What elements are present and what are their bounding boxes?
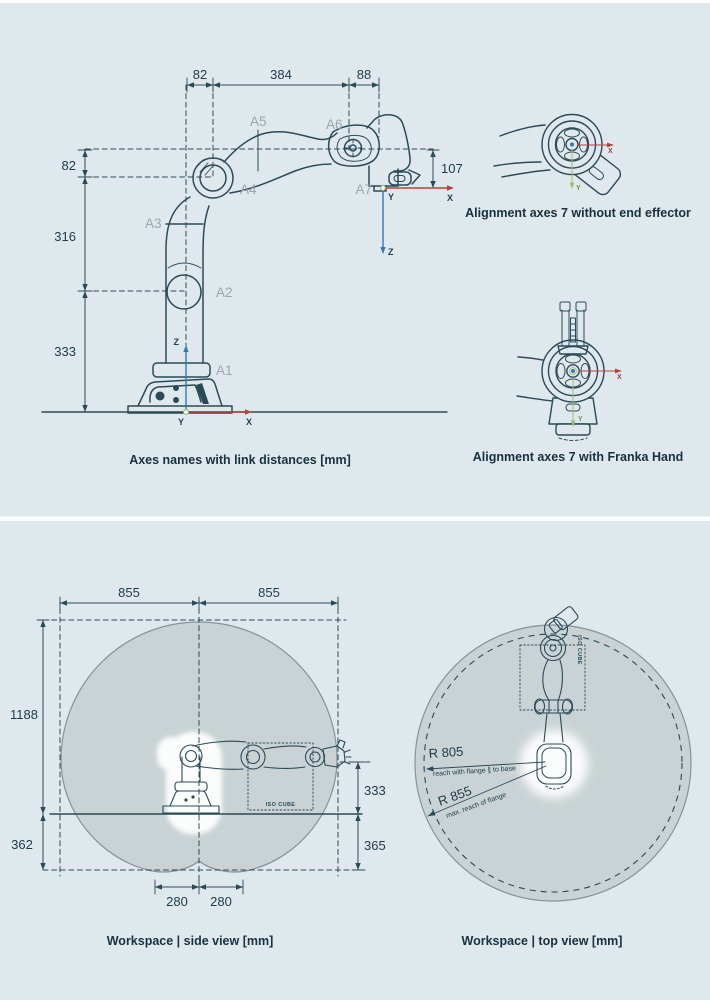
dim-left-82: 82: [62, 158, 76, 173]
dim-280-left: 280: [166, 894, 188, 909]
dimension-lines: [84, 84, 434, 413]
base-clearance-zone: [520, 730, 588, 798]
axis7-center-dot: [571, 369, 575, 373]
dim-left-333: 333: [54, 344, 76, 359]
joint-label-a5: A5: [250, 114, 267, 129]
flange-coordinate-frame: Y X Z: [380, 185, 454, 257]
y-axis-label: Y: [578, 416, 583, 423]
flange-z-label: Z: [388, 247, 394, 257]
workspace-side-view: ISO CUBE: [10, 585, 386, 948]
dim-362: 362: [11, 837, 33, 852]
flange-origin-dot: [380, 185, 387, 192]
dim-top-88: 88: [357, 67, 371, 82]
dim-left-316: 316: [54, 229, 76, 244]
dim-top-82: 82: [193, 67, 207, 82]
alignment-bottom-caption: Alignment axes 7 with Franka Hand: [473, 450, 683, 464]
robot-side-outline: [127, 114, 421, 414]
top-strip: [0, 0, 710, 3]
axes-link-distances-diagram: Z Y X Y X Z 82 384 88 82 316 333 107 A1 …: [41, 67, 463, 467]
base-y-label: Y: [178, 417, 184, 427]
robot-folded-outline: [162, 739, 352, 814]
dim-right-107: 107: [441, 161, 463, 176]
flange-parallel-reach-circle: [423, 633, 683, 893]
r805-label: R 805: [428, 744, 464, 761]
alignment-axes7-no-end-effector: X Y Alignment axes 7 without end effecto…: [465, 113, 691, 220]
iso-cube-box: [247, 742, 314, 811]
joint-label-a1: A1: [216, 363, 233, 378]
base-x-label: X: [246, 417, 252, 427]
dim-1188: 1188: [10, 707, 38, 722]
dim-365: 365: [364, 838, 386, 853]
iso-cube-label: ISO CUBE: [266, 802, 296, 808]
radius-inner-label-group: R 805: [428, 744, 464, 761]
section-divider: [0, 516, 710, 521]
flange-y-label: Y: [388, 192, 394, 202]
axes-diagram-caption: Axes names with link distances [mm]: [129, 453, 351, 467]
top-view-caption: Workspace | top view [mm]: [462, 934, 623, 948]
alignment-top-caption: Alignment axes 7 without end effector: [465, 206, 691, 220]
axis7-center-dot: [570, 142, 574, 147]
joint-label-a3: A3: [145, 216, 162, 231]
workspace-top-view: ISO CUBE R 805: [414, 606, 692, 948]
x-axis-label: X: [617, 374, 622, 381]
base-origin-dot: [183, 409, 190, 416]
joint-label-a4: A4: [240, 182, 257, 197]
dim-855-right: 855: [258, 585, 280, 600]
dim-855-left: 855: [118, 585, 140, 600]
dim-333: 333: [364, 783, 386, 798]
y-axis-label: Y: [576, 185, 581, 192]
iso-cube-label: ISO CUBE: [576, 635, 582, 665]
side-view-caption: Workspace | side view [mm]: [107, 934, 274, 948]
x-axis-label: X: [608, 148, 613, 155]
joint-label-a2: A2: [216, 285, 233, 300]
joint-label-a6: A6: [326, 117, 343, 132]
robot-top-outline: [533, 606, 579, 790]
base-coordinate-frame: Z Y X: [174, 337, 253, 427]
joint-label-a7: A7: [355, 182, 372, 197]
alignment-axes7-franka-hand: X Y Alignment axes 7 with Franka Hand: [473, 301, 683, 464]
flange-x-label: X: [447, 193, 453, 203]
base-z-label: Z: [174, 337, 180, 347]
dim-280-right: 280: [210, 894, 232, 909]
radius-leader-lines: [426, 761, 547, 817]
figure-outline: [493, 113, 622, 196]
dim-top-384: 384: [270, 67, 292, 82]
